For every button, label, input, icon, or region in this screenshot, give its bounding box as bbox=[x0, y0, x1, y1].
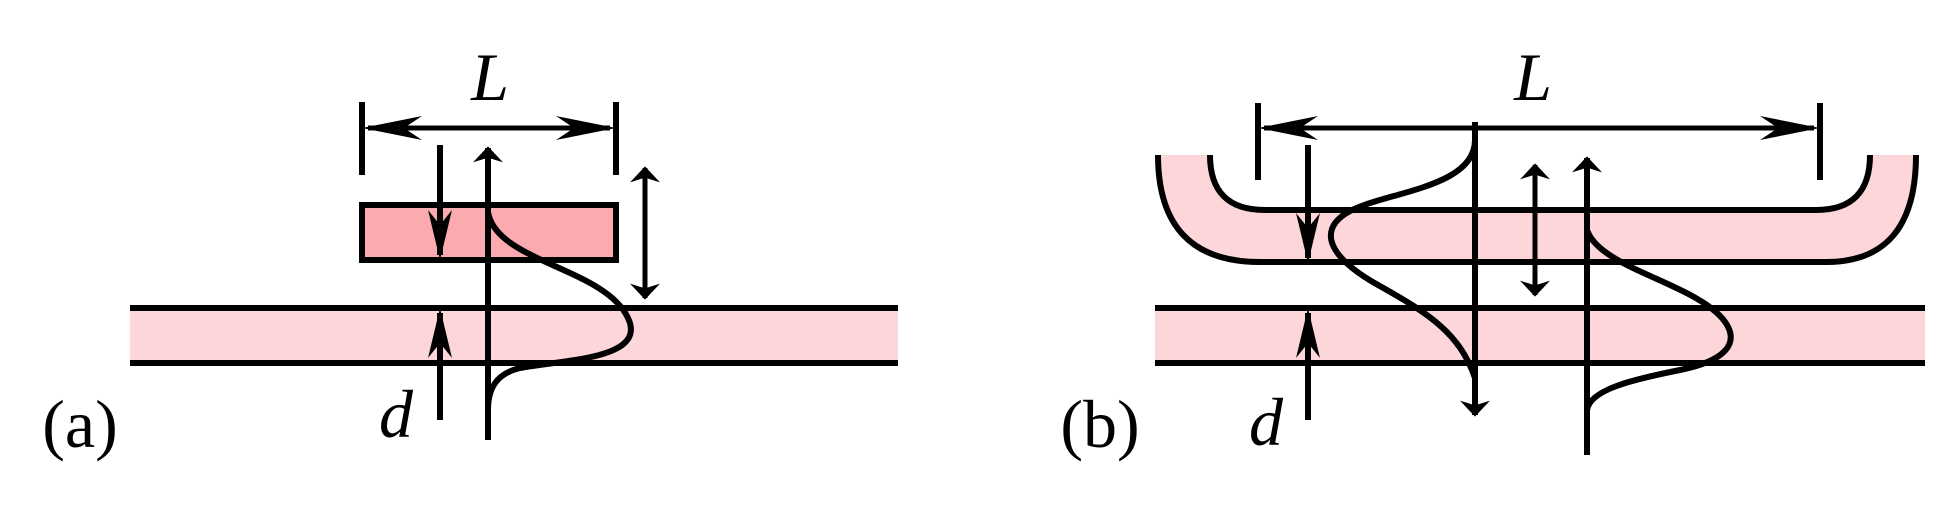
panel-b-length-label: L bbox=[1513, 39, 1552, 115]
panel-b-mode-profile-2 bbox=[1584, 228, 1734, 411]
panel-a-label: (a) bbox=[42, 386, 117, 462]
panel-a: L d (a) bbox=[42, 39, 898, 462]
panel-b-upper-waveguide bbox=[1158, 155, 1916, 262]
panel-a-mode-profile bbox=[485, 211, 634, 411]
panel-b-gap-label: d bbox=[1249, 384, 1284, 460]
panel-a-gap-label: d bbox=[379, 376, 414, 452]
panel-b-mode-profile-1 bbox=[1327, 139, 1478, 379]
panel-a-lower-waveguide bbox=[130, 308, 898, 363]
panel-b-lower-waveguide bbox=[1155, 308, 1925, 363]
panel-b-label: (b) bbox=[1060, 386, 1139, 462]
panel-b: L d (b) bbox=[1060, 39, 1925, 462]
panel-a-length-label: L bbox=[470, 39, 509, 115]
